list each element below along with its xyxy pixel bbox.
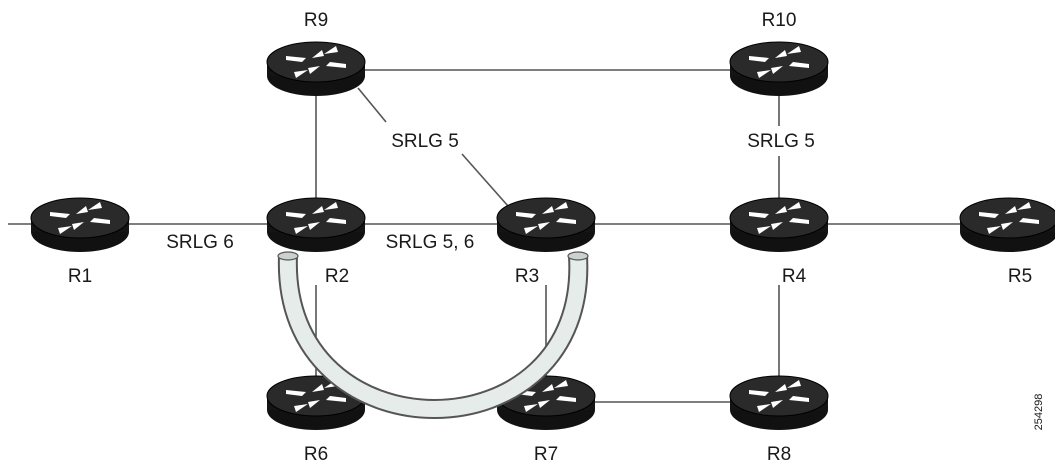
srlg-label-r2-r3: SRLG 5, 6 xyxy=(386,232,475,253)
router-r1-icon xyxy=(30,197,130,253)
srlg-label-r10-r4: SRLG 5 xyxy=(747,131,815,152)
router-r8-icon xyxy=(729,375,829,431)
figure-id: 254298 xyxy=(1033,394,1045,431)
router-r6-label: R6 xyxy=(304,444,328,464)
router-r9-icon xyxy=(266,41,366,97)
link-r9-r3 xyxy=(357,87,387,123)
router-r9-label: R9 xyxy=(304,10,328,31)
router-r3-label: R3 xyxy=(515,266,539,287)
srlg-label-r9-r3: SRLG 5 xyxy=(391,131,459,152)
router-r3-icon xyxy=(496,197,596,253)
router-r7-label: R7 xyxy=(534,444,558,464)
link-r9-r3-lower xyxy=(461,153,509,207)
router-r8-label: R8 xyxy=(767,444,791,464)
router-r5-label: R5 xyxy=(1008,266,1032,287)
router-labels: R9 R10 R1 R2 R3 R4 R5 R6 R7 R8 xyxy=(68,10,1032,464)
te-tunnel xyxy=(277,251,589,419)
router-r5-icon xyxy=(959,197,1055,253)
router-r4-icon xyxy=(729,197,829,253)
router-r2-label: R2 xyxy=(325,266,349,287)
router-r4-label: R4 xyxy=(782,266,807,287)
router-r1-label: R1 xyxy=(68,266,92,287)
srlg-label-r1-r2: SRLG 6 xyxy=(166,232,234,253)
srlg-labels: SRLG 6 SRLG 5, 6 SRLG 5 SRLG 5 xyxy=(166,131,815,253)
router-r10-label: R10 xyxy=(762,10,797,31)
router-r10-icon xyxy=(729,41,829,97)
router-r2-icon xyxy=(266,197,366,253)
